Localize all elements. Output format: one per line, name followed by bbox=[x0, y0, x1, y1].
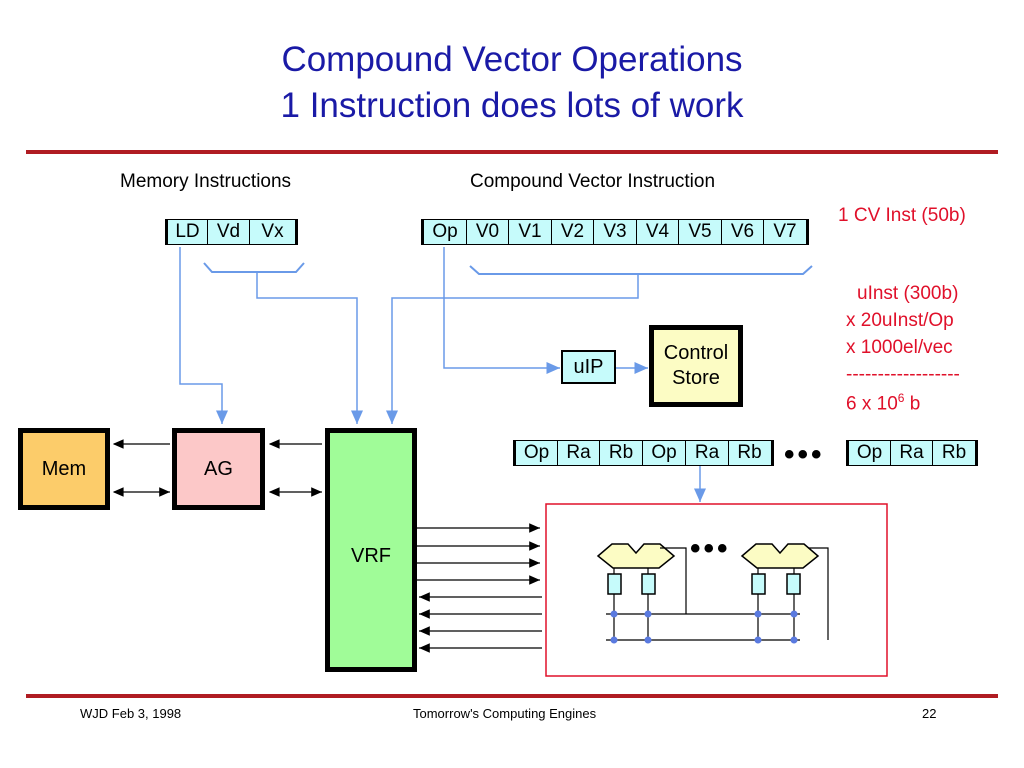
memory-instruction-fields: LD Vd Vx bbox=[165, 219, 298, 245]
total-size: 6 x 106 b bbox=[846, 391, 921, 415]
field-v3: V3 bbox=[593, 219, 637, 245]
field-v7: V7 bbox=[763, 219, 809, 245]
footer-title: Tomorrow's Computing Engines bbox=[413, 706, 597, 721]
field-v1: V1 bbox=[508, 219, 552, 245]
memory-instructions-header: Memory Instructions bbox=[120, 171, 292, 192]
field-op: Op bbox=[421, 219, 467, 245]
uinst-per-op: x 20uInst/Op bbox=[846, 310, 954, 331]
field-vx: Vx bbox=[249, 219, 298, 245]
uinst-rb: Rb bbox=[599, 440, 643, 466]
uinst-rb: Rb bbox=[727, 440, 774, 466]
ag-block: AG bbox=[172, 428, 265, 510]
control-store-line2: Store bbox=[672, 367, 720, 389]
elements-per-vector: x 1000el/vec bbox=[846, 337, 953, 358]
vreg-to-vrf-wire bbox=[256, 273, 363, 424]
uinst-ellipsis: ••• bbox=[784, 438, 825, 471]
uinst-ra: Ra bbox=[685, 440, 729, 466]
uinst-ra: Ra bbox=[556, 440, 601, 466]
uinst-fields: Op Ra Rb Op Ra Rb bbox=[513, 440, 774, 466]
mem-block: Mem bbox=[18, 428, 110, 510]
slide-title-line2: 1 Instruction does lots of work bbox=[280, 86, 744, 125]
control-store-block: Control Store bbox=[649, 325, 743, 407]
slide-title-line1: Compound Vector Operations bbox=[281, 40, 743, 79]
uinst-size: uInst (300b) bbox=[857, 283, 959, 304]
field-v0: V0 bbox=[465, 219, 510, 245]
page-number: 22 bbox=[922, 706, 937, 721]
uinst-ra: Ra bbox=[889, 440, 934, 466]
field-ld: LD bbox=[165, 219, 208, 245]
field-v2: V2 bbox=[550, 219, 595, 245]
cv-brace bbox=[469, 265, 813, 275]
cv-inst-size: 1 CV Inst (50b) bbox=[838, 205, 966, 226]
field-v4: V4 bbox=[635, 219, 680, 245]
field-v6: V6 bbox=[720, 219, 765, 245]
cv-instruction-fields: Op V0 V1 V2 V3 V4 V5 V6 V7 bbox=[421, 219, 809, 245]
uip-register: uIP bbox=[561, 350, 616, 384]
uinst-op: Op bbox=[641, 440, 687, 466]
field-vd: Vd bbox=[206, 219, 251, 245]
bottom-rule bbox=[26, 694, 998, 698]
control-store-line1: Control bbox=[663, 342, 729, 364]
field-v5: V5 bbox=[678, 219, 722, 245]
op-to-uip-wire bbox=[443, 247, 560, 374]
datapath-internals bbox=[596, 543, 829, 644]
uinst-op: Op bbox=[846, 440, 891, 466]
vrf-block: VRF bbox=[325, 428, 417, 672]
uinst-op: Op bbox=[513, 440, 558, 466]
compound-vector-header: Compound Vector Instruction bbox=[470, 171, 716, 192]
vrf-datapath-buses bbox=[417, 523, 542, 653]
uinst-fields-last: Op Ra Rb bbox=[846, 440, 978, 466]
uinst-rb: Rb bbox=[932, 440, 978, 466]
datapath-box bbox=[545, 503, 888, 677]
memory-brace bbox=[203, 262, 305, 273]
datapath-ellipsis: ••• bbox=[690, 532, 731, 565]
top-rule bbox=[26, 150, 998, 154]
cv-to-vrf-wire bbox=[386, 275, 639, 424]
ld-to-ag-wire bbox=[179, 247, 228, 424]
footer-date: WJD Feb 3, 1998 bbox=[80, 706, 182, 721]
annotation-separator: ------------------ bbox=[846, 364, 960, 385]
